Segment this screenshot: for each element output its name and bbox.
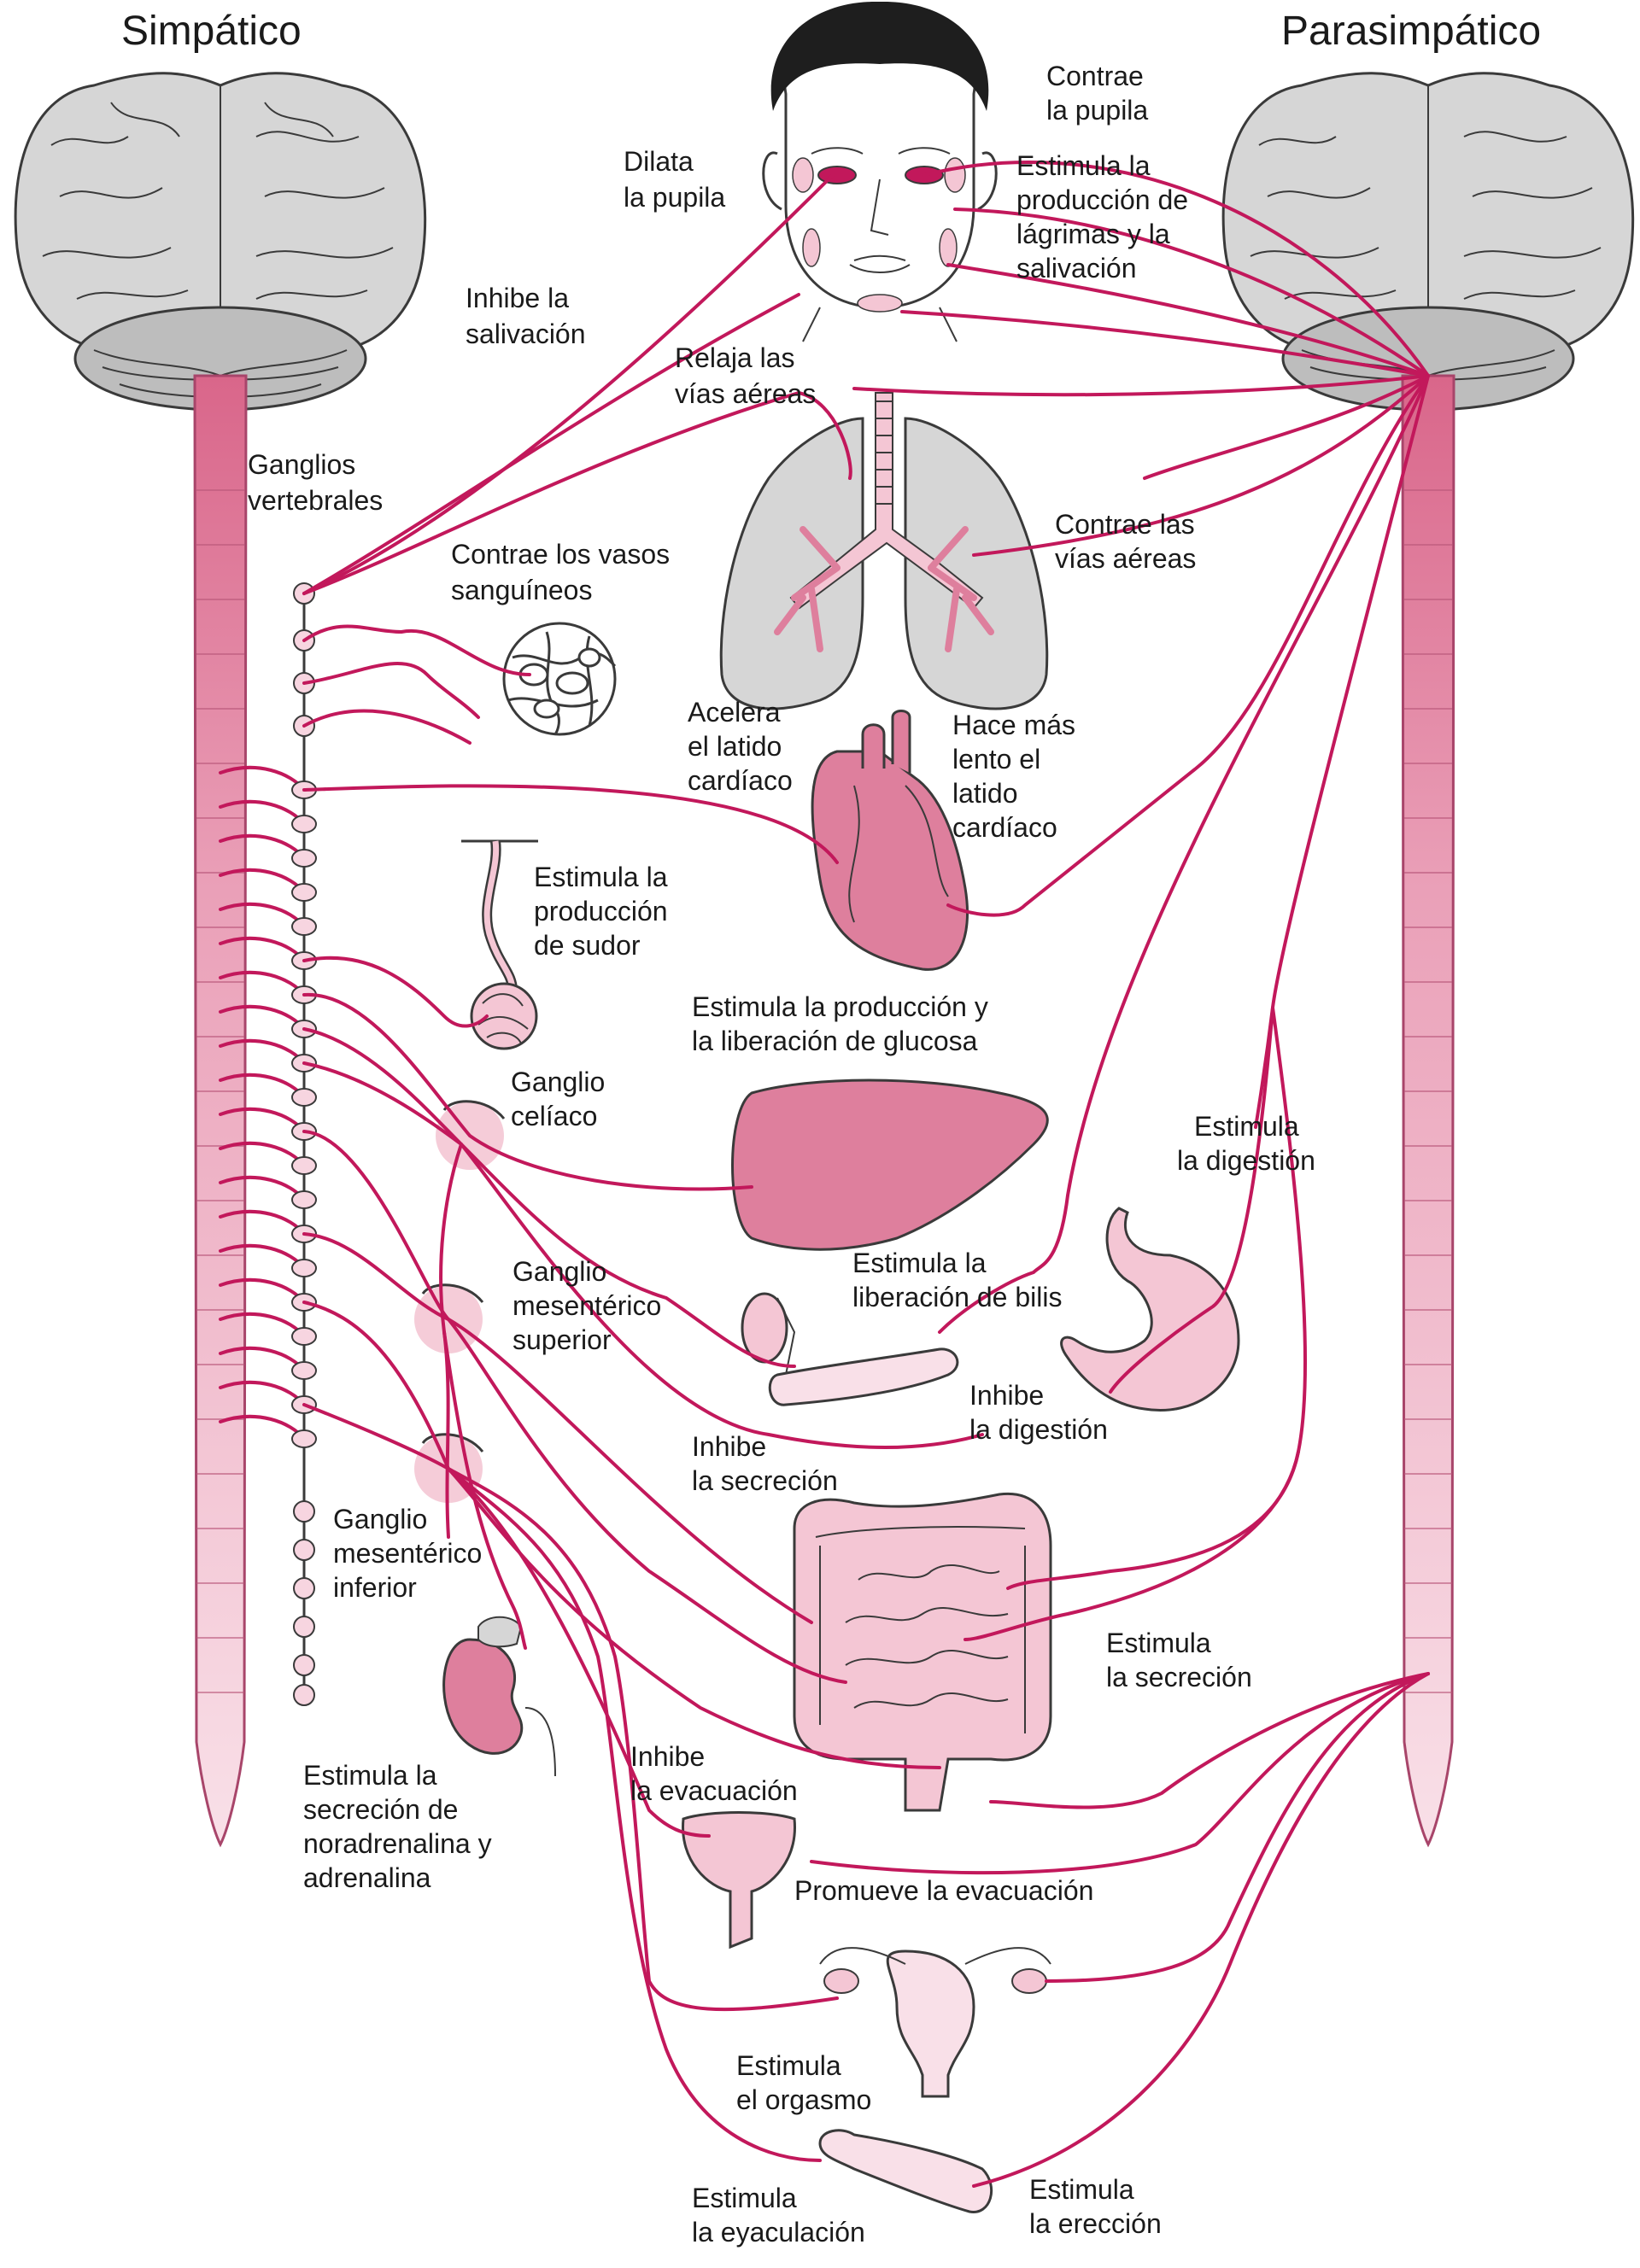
gallbladder-pancreas — [741, 1292, 959, 1406]
face-head — [762, 1, 998, 342]
liver — [731, 1078, 1049, 1251]
label-contrae-vasos: Contrae los vasos sanguíneos — [451, 539, 677, 605]
intestines — [793, 1492, 1052, 1812]
label-estimula-secrecion: Estimula la secreción — [1106, 1628, 1252, 1692]
label-contrae-vias: Contrae las vías aéreas — [1055, 509, 1203, 574]
label-relaja-vias: Relaja las vías aéreas — [675, 342, 816, 409]
labels: Ganglios vertebrales Inhibe la salivació… — [248, 61, 1315, 2248]
label-sudor: Estimula la producción de sudor — [534, 862, 675, 961]
penis — [818, 2129, 993, 2213]
sweat-gland — [461, 839, 538, 1050]
label-lento-latido: Hace más lento el latido cardíaco — [952, 710, 1083, 843]
label-glucosa: Estimula la producción y la liberación d… — [692, 991, 996, 1056]
heart — [811, 710, 969, 971]
left-spinal-cord — [193, 374, 248, 1848]
prevertebral-ganglia — [414, 1100, 506, 1503]
label-inhibe-secrecion: Inhibe la secreción — [692, 1431, 838, 1496]
label-contrae-pupila: Contrae la pupila — [1046, 61, 1151, 126]
label-ereccion: Estimula la erección — [1029, 2174, 1162, 2239]
label-bilis: Estimula la liberación de bilis — [852, 1248, 1062, 1312]
label-noradrenalina: Estimula la secreción de noradrenalina y… — [303, 1760, 499, 1893]
title-sympathetic: Simpático — [121, 9, 302, 54]
left-brain — [14, 72, 427, 412]
label-dilata-pupila: Dilata la pupila — [624, 146, 725, 213]
stomach — [1060, 1207, 1240, 1412]
parasympathetic-nerves — [810, 160, 1430, 2188]
label-ganglio-mes-sup: Ganglio mesentérico superior — [512, 1256, 669, 1355]
sympathetic-ganglion-chain — [219, 582, 317, 1706]
label-inhibe-digestion: Inhibe la digestión — [969, 1380, 1108, 1445]
uterus — [819, 1947, 1051, 2098]
label-acelera-latido: Acelera el latido cardíaco — [688, 697, 793, 796]
kidney-adrenal — [442, 1616, 556, 1777]
label-promueve-evacuacion: Promueve la evacuación — [794, 1875, 1093, 1906]
right-spinal-cord — [1401, 374, 1456, 1848]
lungs — [719, 392, 1049, 710]
label-eyaculacion: Estimula la eyaculación — [692, 2183, 865, 2248]
right-brain — [1221, 72, 1635, 412]
label-ganglio-celiaco: Ganglio celíaco — [511, 1067, 612, 1131]
sympathetic-nerves — [302, 173, 984, 2162]
label-estimula-lagrimas: Estimula la producción de lágrimas y la … — [1016, 150, 1196, 284]
label-ganglio-mes-inf: Ganglio mesentérico inferior — [333, 1504, 489, 1603]
label-orgasmo: Estimula el orgasmo — [736, 2050, 871, 2115]
label-ganglios-vertebrales: Ganglios vertebrales — [248, 449, 383, 516]
title-parasympathetic: Parasimpático — [1281, 9, 1541, 54]
blood-vessels-inset — [502, 622, 617, 736]
label-inhibe-salivacion: Inhibe la salivación — [466, 283, 586, 349]
bladder — [682, 1811, 796, 1949]
label-estimula-digestion: Estimula la digestión — [1177, 1111, 1315, 1176]
label-inhibe-evacuacion: Inhibe la evacuación — [630, 1741, 798, 1806]
